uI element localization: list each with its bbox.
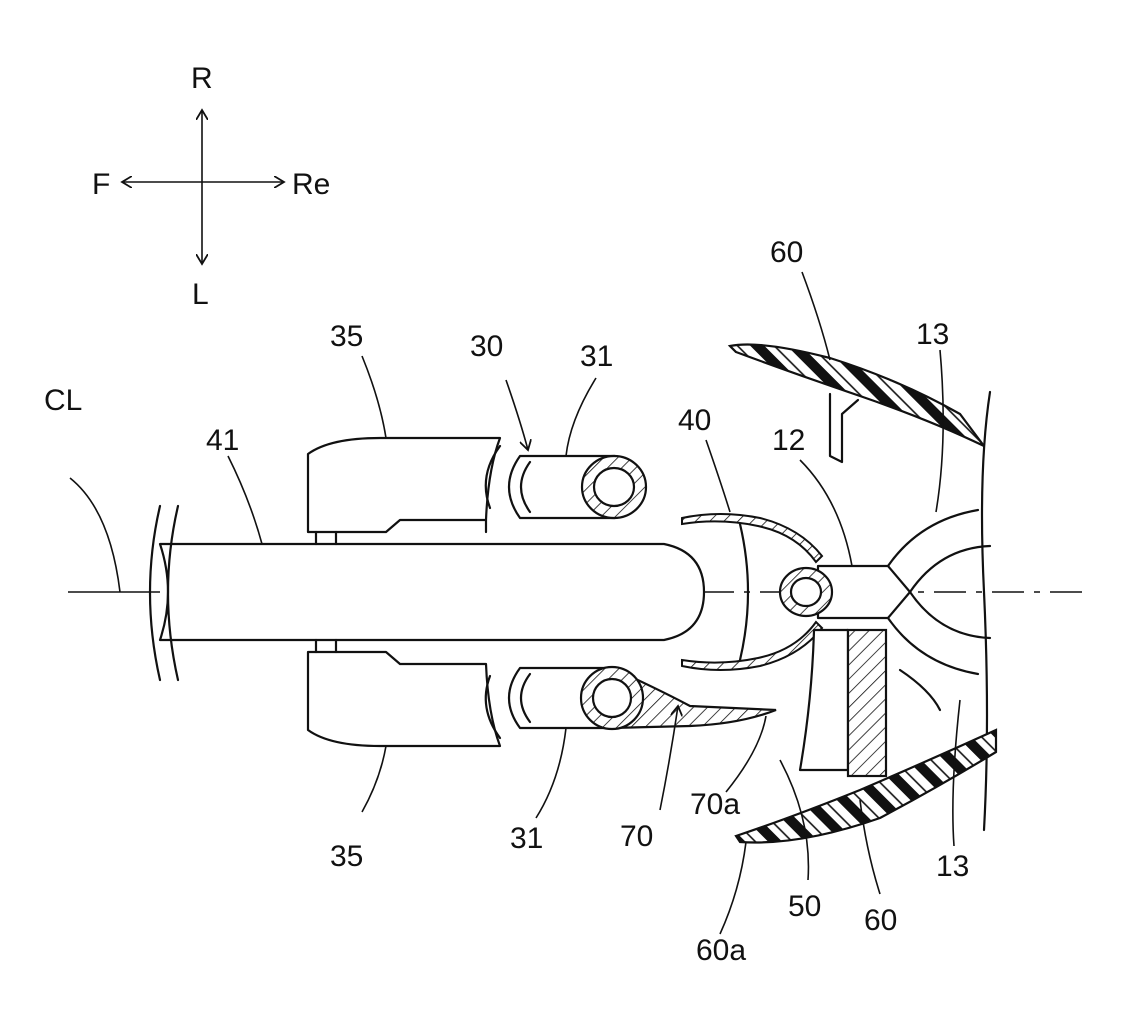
label-35-bottom: 35 <box>330 840 363 873</box>
housing-bottom <box>306 638 502 748</box>
label-31-top: 31 <box>580 340 613 373</box>
pin <box>778 564 912 620</box>
label-31-bottom: 31 <box>510 822 543 855</box>
cover-top <box>727 343 985 464</box>
body <box>886 390 992 832</box>
leader-lines <box>69 271 961 935</box>
label-35-top: 35 <box>330 320 363 353</box>
reference-labels: CL 41 35 35 30 31 31 40 12 60 13 13 70 7… <box>44 236 969 967</box>
label-41: 41 <box>206 424 239 457</box>
label-70: 70 <box>620 820 653 853</box>
label-40: 40 <box>678 404 711 437</box>
label-70a: 70a <box>690 788 740 821</box>
label-12: 12 <box>772 424 805 457</box>
dir-label-f: F <box>92 168 110 201</box>
shaft <box>148 504 706 682</box>
cup <box>681 513 824 671</box>
dir-label-r: R <box>191 62 213 95</box>
bracket <box>798 628 888 778</box>
tube-top <box>484 444 648 520</box>
label-13-bottom: 13 <box>936 850 969 883</box>
label-13-top: 13 <box>916 318 949 351</box>
label-60-top: 60 <box>770 236 803 269</box>
direction-indicator: R L F Re <box>92 62 330 311</box>
guide-70 <box>610 666 777 730</box>
label-50: 50 <box>788 890 821 923</box>
dir-label-re: Re <box>292 168 330 201</box>
housing-top <box>306 436 502 546</box>
label-60a: 60a <box>696 934 746 967</box>
label-30: 30 <box>470 330 503 363</box>
tube-bottom <box>484 665 777 740</box>
label-cl: CL <box>44 384 82 417</box>
dir-label-l: L <box>192 278 209 311</box>
label-60-bottom: 60 <box>864 904 897 937</box>
